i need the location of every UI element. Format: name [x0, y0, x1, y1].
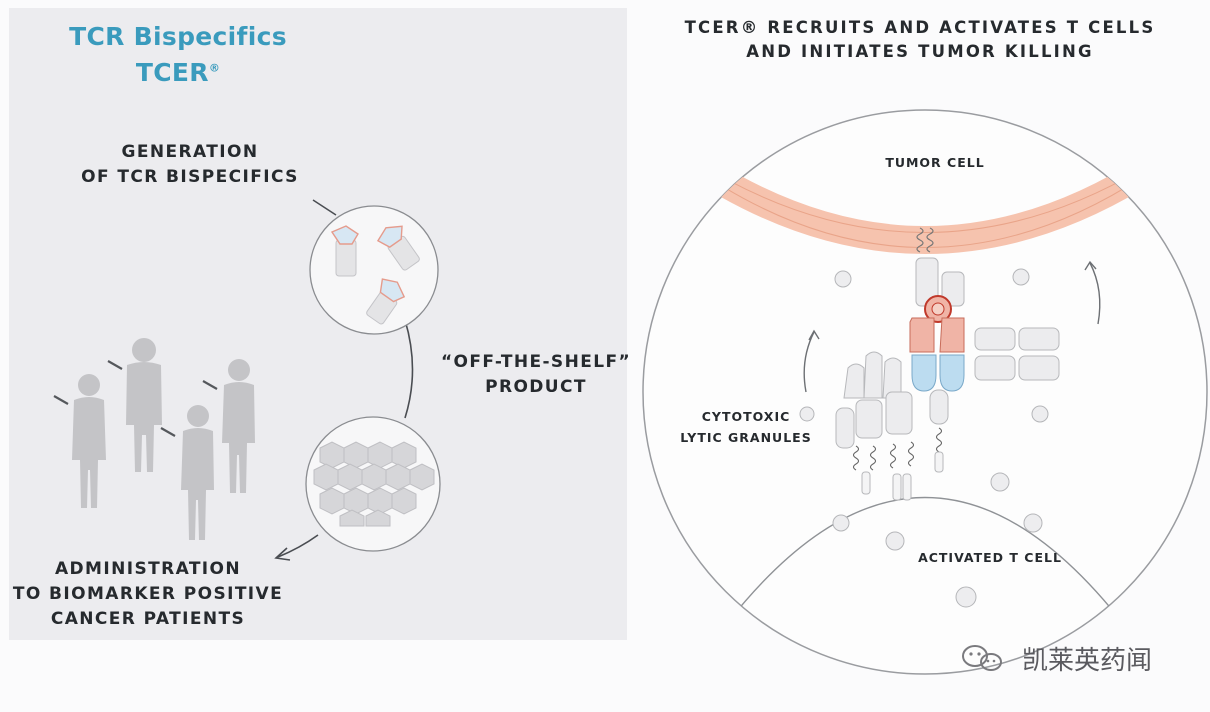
- generation-line2: OF TCR BISPECIFICS: [81, 167, 299, 187]
- connector-curve: [404, 319, 414, 419]
- title-tcer: TCER: [135, 58, 209, 87]
- administration-arrow: [277, 534, 319, 558]
- right-title-line2: AND INITIATES TUMOR KILLING: [746, 42, 1094, 61]
- wechat-logo-icon: [962, 645, 1002, 671]
- tcer-cd3-domain: [911, 354, 965, 392]
- granule: [990, 472, 1010, 492]
- granule: [799, 406, 815, 422]
- transmembrane-helices: [852, 427, 943, 471]
- product-line2: PRODUCT: [485, 377, 587, 397]
- granule: [1012, 268, 1030, 286]
- generation-line1: GENERATION: [121, 142, 259, 162]
- membrane-anchor: [916, 227, 924, 253]
- granule: [955, 586, 977, 608]
- left-title-line1: TCR Bispecifics: [69, 22, 287, 51]
- zoom-circle: [642, 109, 1208, 675]
- product-circle: [305, 416, 441, 552]
- patient-figure: [126, 338, 162, 472]
- t-cell-label: ACTIVATED T CELL: [918, 550, 1062, 565]
- generation-pointer: [312, 199, 337, 216]
- molecule-icon: [366, 278, 406, 325]
- left-panel: [9, 8, 627, 640]
- tumor-cell-label: TUMOR CELL: [885, 155, 985, 170]
- granule: [1031, 405, 1049, 423]
- right-title: TCER® RECRUITS AND ACTIVATES T CELLS AND…: [640, 16, 1200, 64]
- tcer-tcr-domain: [909, 317, 965, 353]
- granules-label: CYTOTOXIC LYTIC GRANULES: [666, 406, 826, 448]
- t-cell-membrane: [699, 497, 1151, 661]
- administration-label: ADMINISTRATION TO BIOMARKER POSITIVE CAN…: [0, 557, 296, 632]
- mhc-complex: [915, 257, 965, 307]
- product-line1: “OFF-THE-SHELF”: [440, 352, 632, 372]
- granules-line2: LYTIC GRANULES: [680, 430, 812, 445]
- patient-figure: [181, 405, 214, 540]
- granule: [1023, 513, 1043, 533]
- left-title-line2: TCER®: [44, 58, 312, 87]
- granule: [834, 270, 852, 288]
- granule: [832, 514, 850, 532]
- curved-arrow-icon: [803, 329, 820, 393]
- granule: [885, 531, 905, 551]
- watermark-text: 凯莱英药闻: [1022, 646, 1153, 676]
- molecule-icon: [330, 225, 359, 277]
- administration-line3: CANCER PATIENTS: [50, 609, 246, 629]
- administration-line2: TO BIOMARKER POSITIVE: [12, 584, 284, 604]
- patient-figure: [222, 359, 255, 493]
- patient-figure: [72, 374, 106, 508]
- registered-mark: ®: [208, 61, 221, 75]
- generation-label: GENERATION OF TCR BISPECIFICS: [40, 140, 340, 190]
- cd3-complex: [835, 351, 949, 449]
- granules-line1: CYTOTOXIC: [701, 409, 791, 424]
- molecules-circle: [309, 205, 439, 335]
- injection-marks: [53, 360, 218, 437]
- patients-group: [72, 338, 255, 540]
- curved-arrow-icon: [1084, 260, 1101, 325]
- fc-domain: [974, 327, 1060, 381]
- arrowhead-icon: [274, 547, 291, 561]
- molecule-icon: [376, 225, 420, 271]
- right-title-line1: TCER® RECRUITS AND ACTIVATES T CELLS: [684, 18, 1156, 37]
- administration-line1: ADMINISTRATION: [54, 559, 242, 579]
- lytic-granules: [799, 268, 1049, 608]
- product-label: “OFF-THE-SHELF” PRODUCT: [396, 350, 676, 400]
